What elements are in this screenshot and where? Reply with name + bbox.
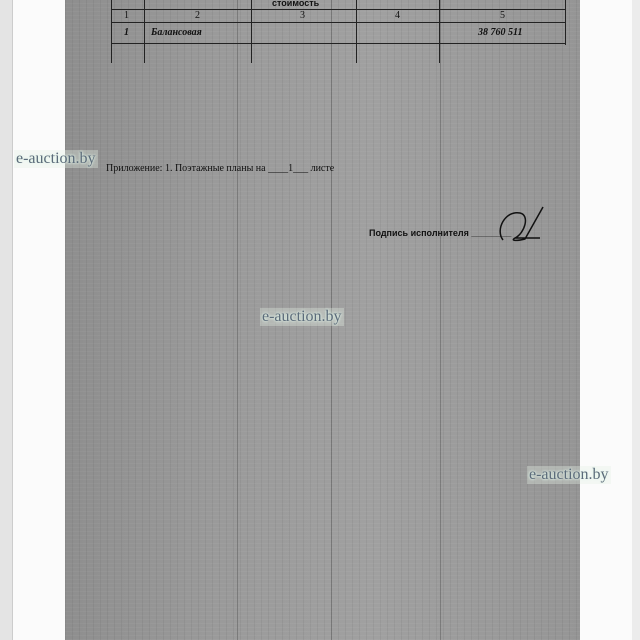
col-number: 5 xyxy=(500,10,505,21)
scan-artifact-line xyxy=(440,0,441,640)
appendix-text: Приложение: 1. Поэтажные планы на ____1_… xyxy=(106,163,335,174)
watermark: e-auction.by xyxy=(527,466,611,484)
signature-label: Подпись исполнителя ________ xyxy=(369,228,512,238)
row-value: 38 760 511 xyxy=(478,27,523,38)
scan-artifact-line xyxy=(237,0,238,640)
scan-artifact-line xyxy=(331,0,332,640)
col-number: 4 xyxy=(395,10,400,21)
col-number: 1 xyxy=(124,10,129,21)
header-cost: стоимость xyxy=(272,0,320,8)
signature-icon xyxy=(499,206,544,242)
col-number: 2 xyxy=(195,10,200,21)
watermark: e-auction.by xyxy=(14,150,98,168)
row-number: 1 xyxy=(124,27,129,38)
col-number: 3 xyxy=(300,10,305,21)
left-margin xyxy=(0,0,13,640)
right-margin xyxy=(632,0,640,640)
row-type: Балансовая xyxy=(151,27,202,38)
scanned-page xyxy=(65,0,580,640)
watermark: e-auction.by xyxy=(260,308,344,326)
